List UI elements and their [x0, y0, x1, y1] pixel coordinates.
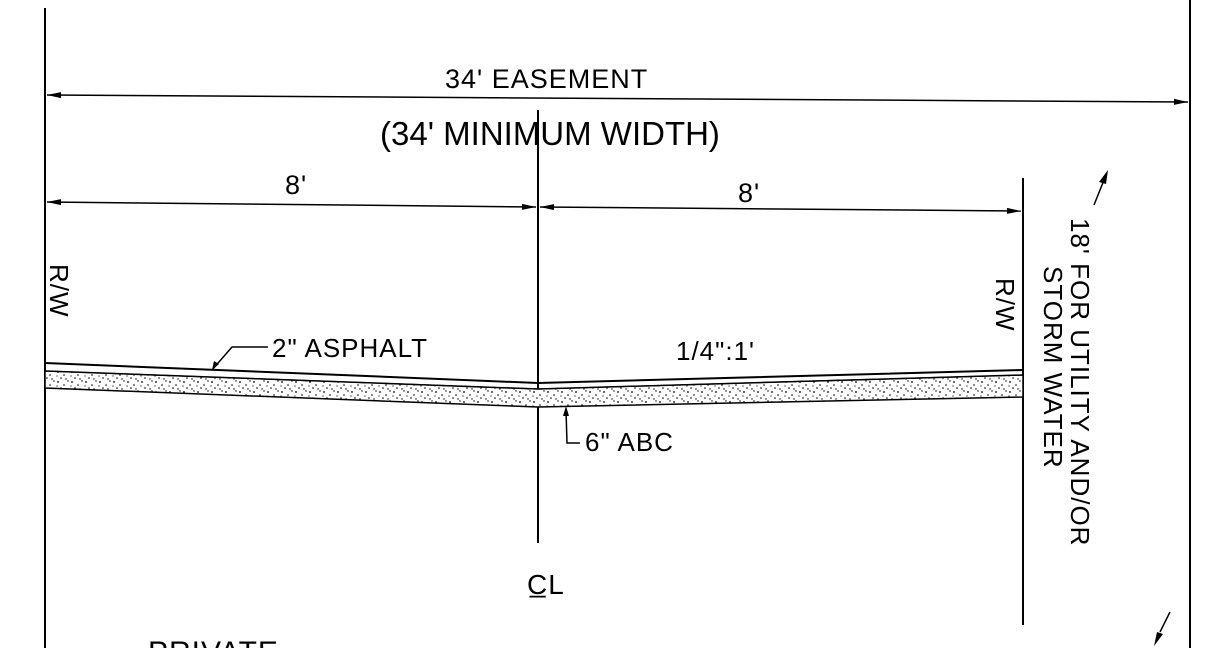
asphalt-leader-arrow — [212, 361, 219, 370]
side-note-line-1: 18' FOR UTILITY AND/OR — [1065, 218, 1095, 546]
side-note-arrow-bottom — [1154, 632, 1163, 646]
asphalt-label: 2" ASPHALT — [272, 333, 428, 363]
asphalt-bottom-line — [44, 370, 1024, 390]
abc-leader — [565, 409, 580, 444]
abc-label: 6" ABC — [585, 427, 674, 457]
abc-leader-arrow — [563, 406, 569, 416]
row-right-label: R/W — [990, 278, 1020, 332]
side-note-leader-bottom — [1159, 611, 1171, 633]
left-half-dimension-line — [46, 199, 537, 210]
bottom-cut-label: PRIVATE — [148, 636, 279, 648]
right-half-dimension-line — [539, 204, 1022, 214]
slope-label: 1/4":1' — [676, 336, 755, 366]
centerline-label: C̲L — [527, 569, 565, 600]
minimum-width-label: (34' MINIMUM WIDTH) — [380, 115, 720, 152]
asphalt-leader — [211, 346, 268, 371]
easement-dimension-line — [46, 92, 1189, 105]
side-note-arrow-top — [1099, 170, 1108, 184]
side-note-line-2: STORM WATER — [1038, 266, 1068, 469]
right-half-label: 8' — [738, 178, 760, 208]
easement-label: 34' EASEMENT — [445, 64, 648, 94]
left-half-label: 8' — [285, 170, 307, 200]
row-left-label: R/W — [44, 264, 74, 318]
asphalt-surface-line — [44, 362, 1024, 385]
